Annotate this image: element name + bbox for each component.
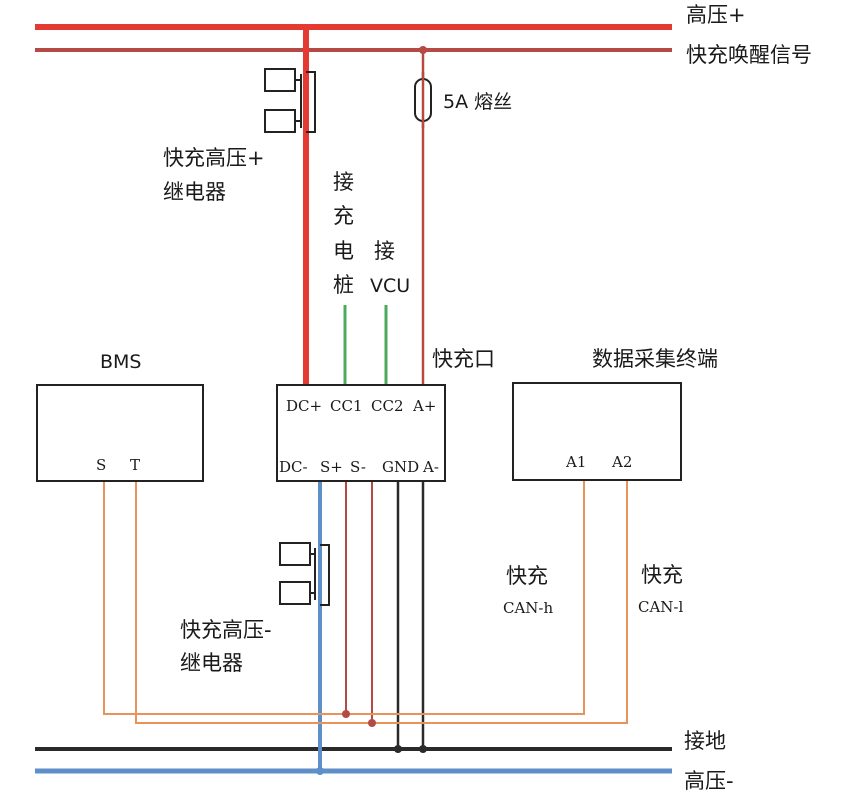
terminal-pin-a2: A2	[611, 453, 632, 471]
cc2-label-bottom: VCU	[370, 275, 410, 297]
junction-a-minus	[419, 745, 427, 753]
cc1-label-char-1: 接	[333, 170, 354, 194]
bms-pin-s: S	[96, 456, 106, 474]
fuse-label: 5A 熔丝	[443, 91, 512, 113]
port-pin-cc1: CC1	[330, 397, 363, 415]
bus-label-wake: 快充唤醒信号	[686, 43, 812, 67]
cc1-label-char-3: 电	[333, 239, 354, 263]
can-l-label-1: 快充	[641, 563, 683, 587]
data-terminal-box	[512, 382, 682, 481]
terminal-pin-a1: A1	[565, 453, 586, 471]
can-l-label-2: CAN-l	[638, 598, 684, 616]
data-terminal-title: 数据采集终端	[592, 347, 718, 371]
bms-title: BMS	[100, 351, 142, 373]
bms-pin-t: T	[130, 456, 140, 474]
bus-label-ground: 接地	[684, 729, 726, 753]
relay-minus-label-2: 继电器	[180, 651, 243, 675]
port-pin-dc-plus: DC+	[286, 397, 322, 415]
relay-plus-label-2: 继电器	[163, 180, 226, 204]
port-pin-gnd: GND	[382, 458, 419, 476]
junction-s-minus	[368, 719, 376, 727]
cc1-label-char-2: 充	[333, 204, 354, 228]
can-h-label-2: CAN-h	[503, 599, 554, 617]
bus-label-hv-neg: 高压-	[684, 769, 734, 793]
cc2-label-top: 接	[374, 239, 395, 263]
relay-minus-label-1: 快充高压-	[180, 618, 272, 642]
wire-bms-t	[135, 480, 628, 724]
junction-hv-neg	[316, 767, 324, 775]
charge-port-title: 快充口	[432, 347, 495, 371]
bus-label-hv-pos: 高压+	[686, 3, 746, 27]
relay-plus-label-1: 快充高压+	[163, 146, 265, 170]
junction-s-plus	[342, 710, 350, 718]
port-pin-s-plus: S+	[320, 458, 343, 476]
can-h-label-1: 快充	[506, 564, 548, 588]
relay-plus-icon	[264, 68, 316, 133]
bms-box	[36, 384, 204, 482]
port-pin-a-plus: A+	[412, 397, 436, 415]
port-pin-cc2: CC2	[371, 397, 404, 415]
relay-minus-icon	[279, 542, 330, 606]
port-pin-s-minus: S-	[350, 458, 366, 476]
port-pin-dc-minus: DC-	[279, 458, 308, 476]
fuse-icon	[414, 72, 432, 128]
charge-port-box	[276, 384, 446, 482]
cc1-label-char-4: 桩	[333, 273, 354, 297]
junction-wake	[419, 46, 427, 54]
port-pin-a-minus: A-	[422, 458, 439, 476]
wire-bms-s	[103, 480, 585, 715]
junction-gnd	[394, 745, 402, 753]
